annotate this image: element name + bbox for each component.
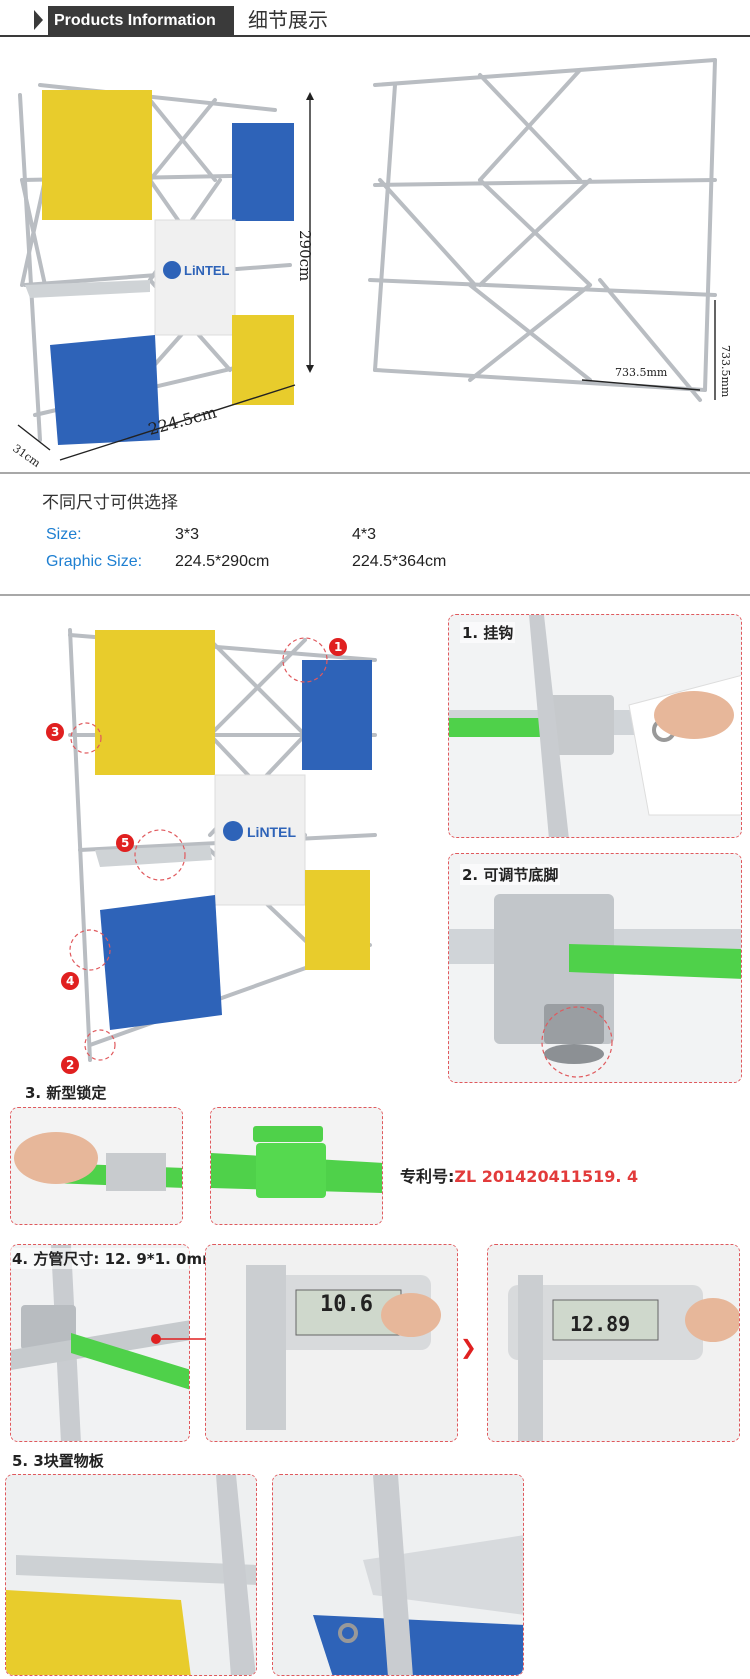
caliper-reading-1: 10.6 (320, 1292, 373, 1317)
callout-figure: LiNTEL 1 3 5 4 2 (46, 628, 377, 1074)
shelf-photo-2 (272, 1474, 524, 1676)
callout-panel-blue-2 (100, 895, 222, 1030)
shelf (25, 280, 150, 298)
section-divider-2 (0, 594, 750, 596)
graphic-size-option-1: 224.5*290cm (175, 553, 270, 570)
callout-panel-yellow (95, 630, 215, 775)
caliper-photo-2 (487, 1244, 740, 1442)
graphic-panel-yellow (42, 90, 152, 220)
lock-caption: 3. 新型锁定 (25, 1084, 107, 1102)
graphic-panel-blue-2 (50, 335, 160, 445)
foot-caption: 2. 可调节底脚 (460, 864, 561, 885)
tube-caption: 4. 方管尺寸: 12. 9*1. 0mm (10, 1248, 220, 1269)
svg-text:5: 5 (121, 836, 129, 850)
lock-photo-2 (210, 1107, 383, 1225)
callout-2-badge (61, 1056, 79, 1074)
shelf-photo-1 (5, 1474, 257, 1676)
callout-4-badge (61, 972, 79, 990)
size-label: Size: (46, 526, 82, 543)
patent-label: 专利号: (400, 1167, 455, 1186)
frame-height-label: 733.5mm (719, 345, 732, 398)
callout-1-badge (329, 638, 347, 656)
hook-caption: 1. 挂钩 (460, 622, 516, 643)
callout-5-badge (116, 834, 134, 852)
logo-text: LiNTEL (184, 263, 230, 278)
callout-logo-text: LiNTEL (247, 824, 296, 840)
callout-panel-yellow-2 (305, 870, 370, 970)
bare-frame (368, 58, 717, 402)
svg-text:3: 3 (51, 725, 59, 739)
section-divider (0, 472, 750, 474)
callout-panel-blue (302, 660, 372, 770)
caliper-photo-1 (205, 1244, 458, 1442)
graphic-size-option-2: 224.5*364cm (352, 553, 447, 570)
tube-joint-photo (10, 1244, 190, 1442)
products-information-tab: Products Information (34, 6, 234, 35)
header-rule (0, 35, 750, 37)
callout-panel-logo (214, 774, 306, 906)
next-arrow-icon: ❯ (460, 1335, 477, 1359)
callout-logo-icon (223, 821, 243, 841)
detail-title: 细节展示 (248, 8, 328, 32)
size-option-1: 3*3 (175, 526, 200, 543)
patent-number: ZL 201420411519. 4 (454, 1167, 639, 1186)
patent-text: 专利号:ZL 201420411519. 4 (400, 1163, 638, 1187)
size-option-2: 4*3 (352, 526, 377, 543)
lock-photo-1 (10, 1107, 183, 1225)
svg-text:1: 1 (334, 640, 342, 654)
svg-text:2: 2 (66, 1058, 74, 1072)
frame-width-label: 733.5mm (615, 366, 668, 379)
callout-3-badge (46, 723, 64, 741)
width-dimension-line (59, 384, 296, 461)
sizes-title: 不同尺寸可供选择 (42, 493, 178, 513)
frame-width-dimension-line (581, 379, 701, 391)
depth-label: 31cm (10, 442, 43, 470)
height-label: 290cm (296, 230, 314, 281)
green-foot-bar (569, 944, 741, 979)
hook-photo (448, 614, 742, 838)
graphic-panel-yellow-2 (232, 315, 294, 405)
depth-dimension-line (17, 424, 51, 451)
caliper-reading-2: 12.89 (570, 1312, 631, 1336)
hand (654, 691, 734, 739)
graphic-size-label: Graphic Size: (46, 553, 143, 570)
svg-text:4: 4 (66, 974, 74, 988)
logo-icon (163, 261, 181, 279)
shelf-caption: 5. 3块置物板 (12, 1452, 104, 1470)
foot-photo (448, 853, 742, 1083)
graphic-panel-blue (232, 123, 294, 221)
display-with-graphics-figure: LiNTEL 290cm 224.5cm 31cm 733.5mm 733.5m… (10, 58, 732, 470)
